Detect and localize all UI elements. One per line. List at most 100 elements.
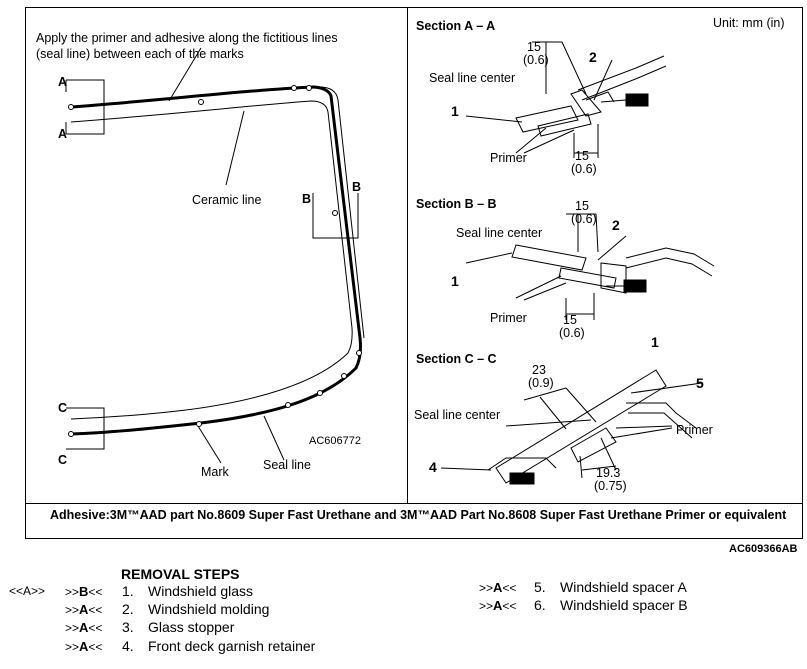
mark-dot [196, 421, 202, 427]
step-number: 1. [122, 583, 134, 599]
step-marker-close: << [502, 581, 517, 595]
step-marker-open: >> [65, 585, 80, 599]
section-cc-dim-top: 23 [532, 363, 546, 377]
step-marker: >>A<< [65, 638, 102, 656]
section-cc-callout-1: 1 [651, 334, 659, 350]
step-label: Windshield spacer A [560, 579, 687, 595]
glue-nozzle-a [600, 93, 649, 107]
section-cc-primer: Primer [676, 423, 713, 437]
mark-dot [306, 85, 312, 91]
step-marker-letter: A [79, 639, 89, 654]
section-aa-seal-line-center: Seal line center [429, 71, 516, 85]
section-aa-drawing [465, 41, 667, 158]
section-aa-primer: Primer [490, 151, 527, 165]
section-bb-dim-bottom: 15 [563, 313, 577, 327]
section-cc-seal-line-center: Seal line center [414, 408, 501, 422]
section-aa-dim-top-in: (0.6) [523, 53, 549, 67]
step-marker-letter: A [79, 602, 89, 617]
section-aa-dim-bottom: 15 [575, 149, 589, 163]
section-bb-seal-line-center: Seal line center [456, 226, 543, 240]
drawing-code: AC606772 [309, 435, 361, 447]
mark-dot [341, 373, 347, 379]
step-marker-open: >> [65, 603, 80, 617]
ceramic-line-path [70, 100, 353, 420]
section-marker-b-left: B [302, 192, 312, 206]
mark-dot [285, 402, 291, 408]
step-marker: >>A<< [479, 579, 516, 597]
section-bb-drawing [465, 213, 715, 320]
section-cc-callout-5: 5 [696, 375, 704, 391]
section-bb-callout-1: 1 [451, 273, 459, 289]
step-number: 5. [534, 579, 546, 595]
step-number: 2. [122, 601, 134, 617]
glue-nozzle-b [606, 279, 647, 293]
step-label: Front deck garnish retainer [148, 638, 316, 654]
section-aa-callout-1: 1 [451, 103, 459, 119]
section-bb-dim-top-in: (0.6) [571, 212, 597, 226]
step-marker-letter: B [79, 584, 89, 599]
section-cc-drawing [440, 369, 703, 484]
step-marker-letter: A [79, 620, 89, 635]
step-marker-close: << [88, 640, 103, 654]
section-bb-title: Section B – B [416, 197, 497, 211]
section-cc-title: Section C – C [416, 352, 497, 366]
step-label: Windshield spacer B [560, 597, 688, 613]
section-marker-a-bottom: A [58, 127, 68, 141]
diagram-drawing [65, 41, 715, 485]
mark-dot [356, 350, 362, 356]
ceramic-line-label: Ceramic line [192, 193, 262, 207]
step-marker: >>A<< [479, 597, 516, 615]
step-pre-marker: <<A>> [9, 584, 46, 598]
section-cc-dim-bottom-in: (0.75) [594, 479, 627, 493]
section-marker-c-bottom: C [58, 453, 68, 467]
mark-dot [68, 431, 74, 437]
step-marker-close: << [88, 603, 103, 617]
step-label: Windshield molding [148, 601, 270, 617]
section-bb-primer: Primer [490, 311, 527, 325]
section-aa-title: Section A – A [416, 19, 496, 33]
instruction-line-2: (seal line) between each of the marks [36, 47, 244, 61]
mark-dot [198, 99, 204, 105]
mark-dot [68, 104, 74, 110]
panel-divider-vertical [407, 8, 408, 503]
step-marker-letter: A [493, 598, 503, 613]
section-aa-callout-2: 2 [589, 49, 597, 65]
step-marker-open: >> [65, 640, 80, 654]
step-marker-close: << [88, 585, 103, 599]
mark-dot [332, 210, 338, 216]
step-label: Windshield glass [148, 583, 254, 599]
step-number: 6. [534, 597, 546, 613]
figure-code: AC609366AB [729, 543, 798, 555]
section-bb-dim-bottom-in: (0.6) [559, 326, 585, 340]
panel-divider-horizontal [26, 503, 802, 504]
mark-label: Mark [201, 465, 229, 479]
step-marker: >>B<< [65, 583, 102, 601]
step-marker-close: << [88, 621, 103, 635]
step-marker: >>A<< [65, 619, 102, 637]
section-marker-c-top: C [58, 401, 68, 415]
step-marker-close: << [502, 599, 517, 613]
section-bb-dim-top: 15 [575, 199, 589, 213]
section-cc-dim-top-in: (0.9) [528, 376, 554, 390]
windshield-seal-diagram: Apply the primer and adhesive along the … [25, 7, 803, 539]
section-aa-dim-bottom-in: (0.6) [571, 162, 597, 176]
step-marker-open: >> [65, 621, 80, 635]
section-marker-a-top: A [58, 75, 68, 89]
step-marker-open: >> [479, 599, 494, 613]
adhesive-note: Adhesive:3M™AAD part No.8609 Super Fast … [50, 508, 787, 522]
seal-line-path [70, 85, 362, 436]
unit-label: Unit: mm (in) [713, 16, 785, 30]
section-marker-b-right: B [352, 180, 362, 194]
glue-nozzle-c [509, 472, 535, 485]
section-bb-callout-2: 2 [612, 217, 620, 233]
step-marker-open: >> [479, 581, 494, 595]
section-aa-dim-top: 15 [527, 40, 541, 54]
section-cc-dim-bottom: 19.3 [596, 466, 621, 480]
mark-dot [317, 390, 323, 396]
step-label: Glass stopper [148, 619, 235, 635]
mark-dot [291, 85, 297, 91]
removal-steps-title: REMOVAL STEPS [121, 566, 240, 582]
step-number: 4. [122, 638, 134, 654]
section-cc-callout-4: 4 [429, 459, 437, 475]
step-marker: >>A<< [65, 601, 102, 619]
